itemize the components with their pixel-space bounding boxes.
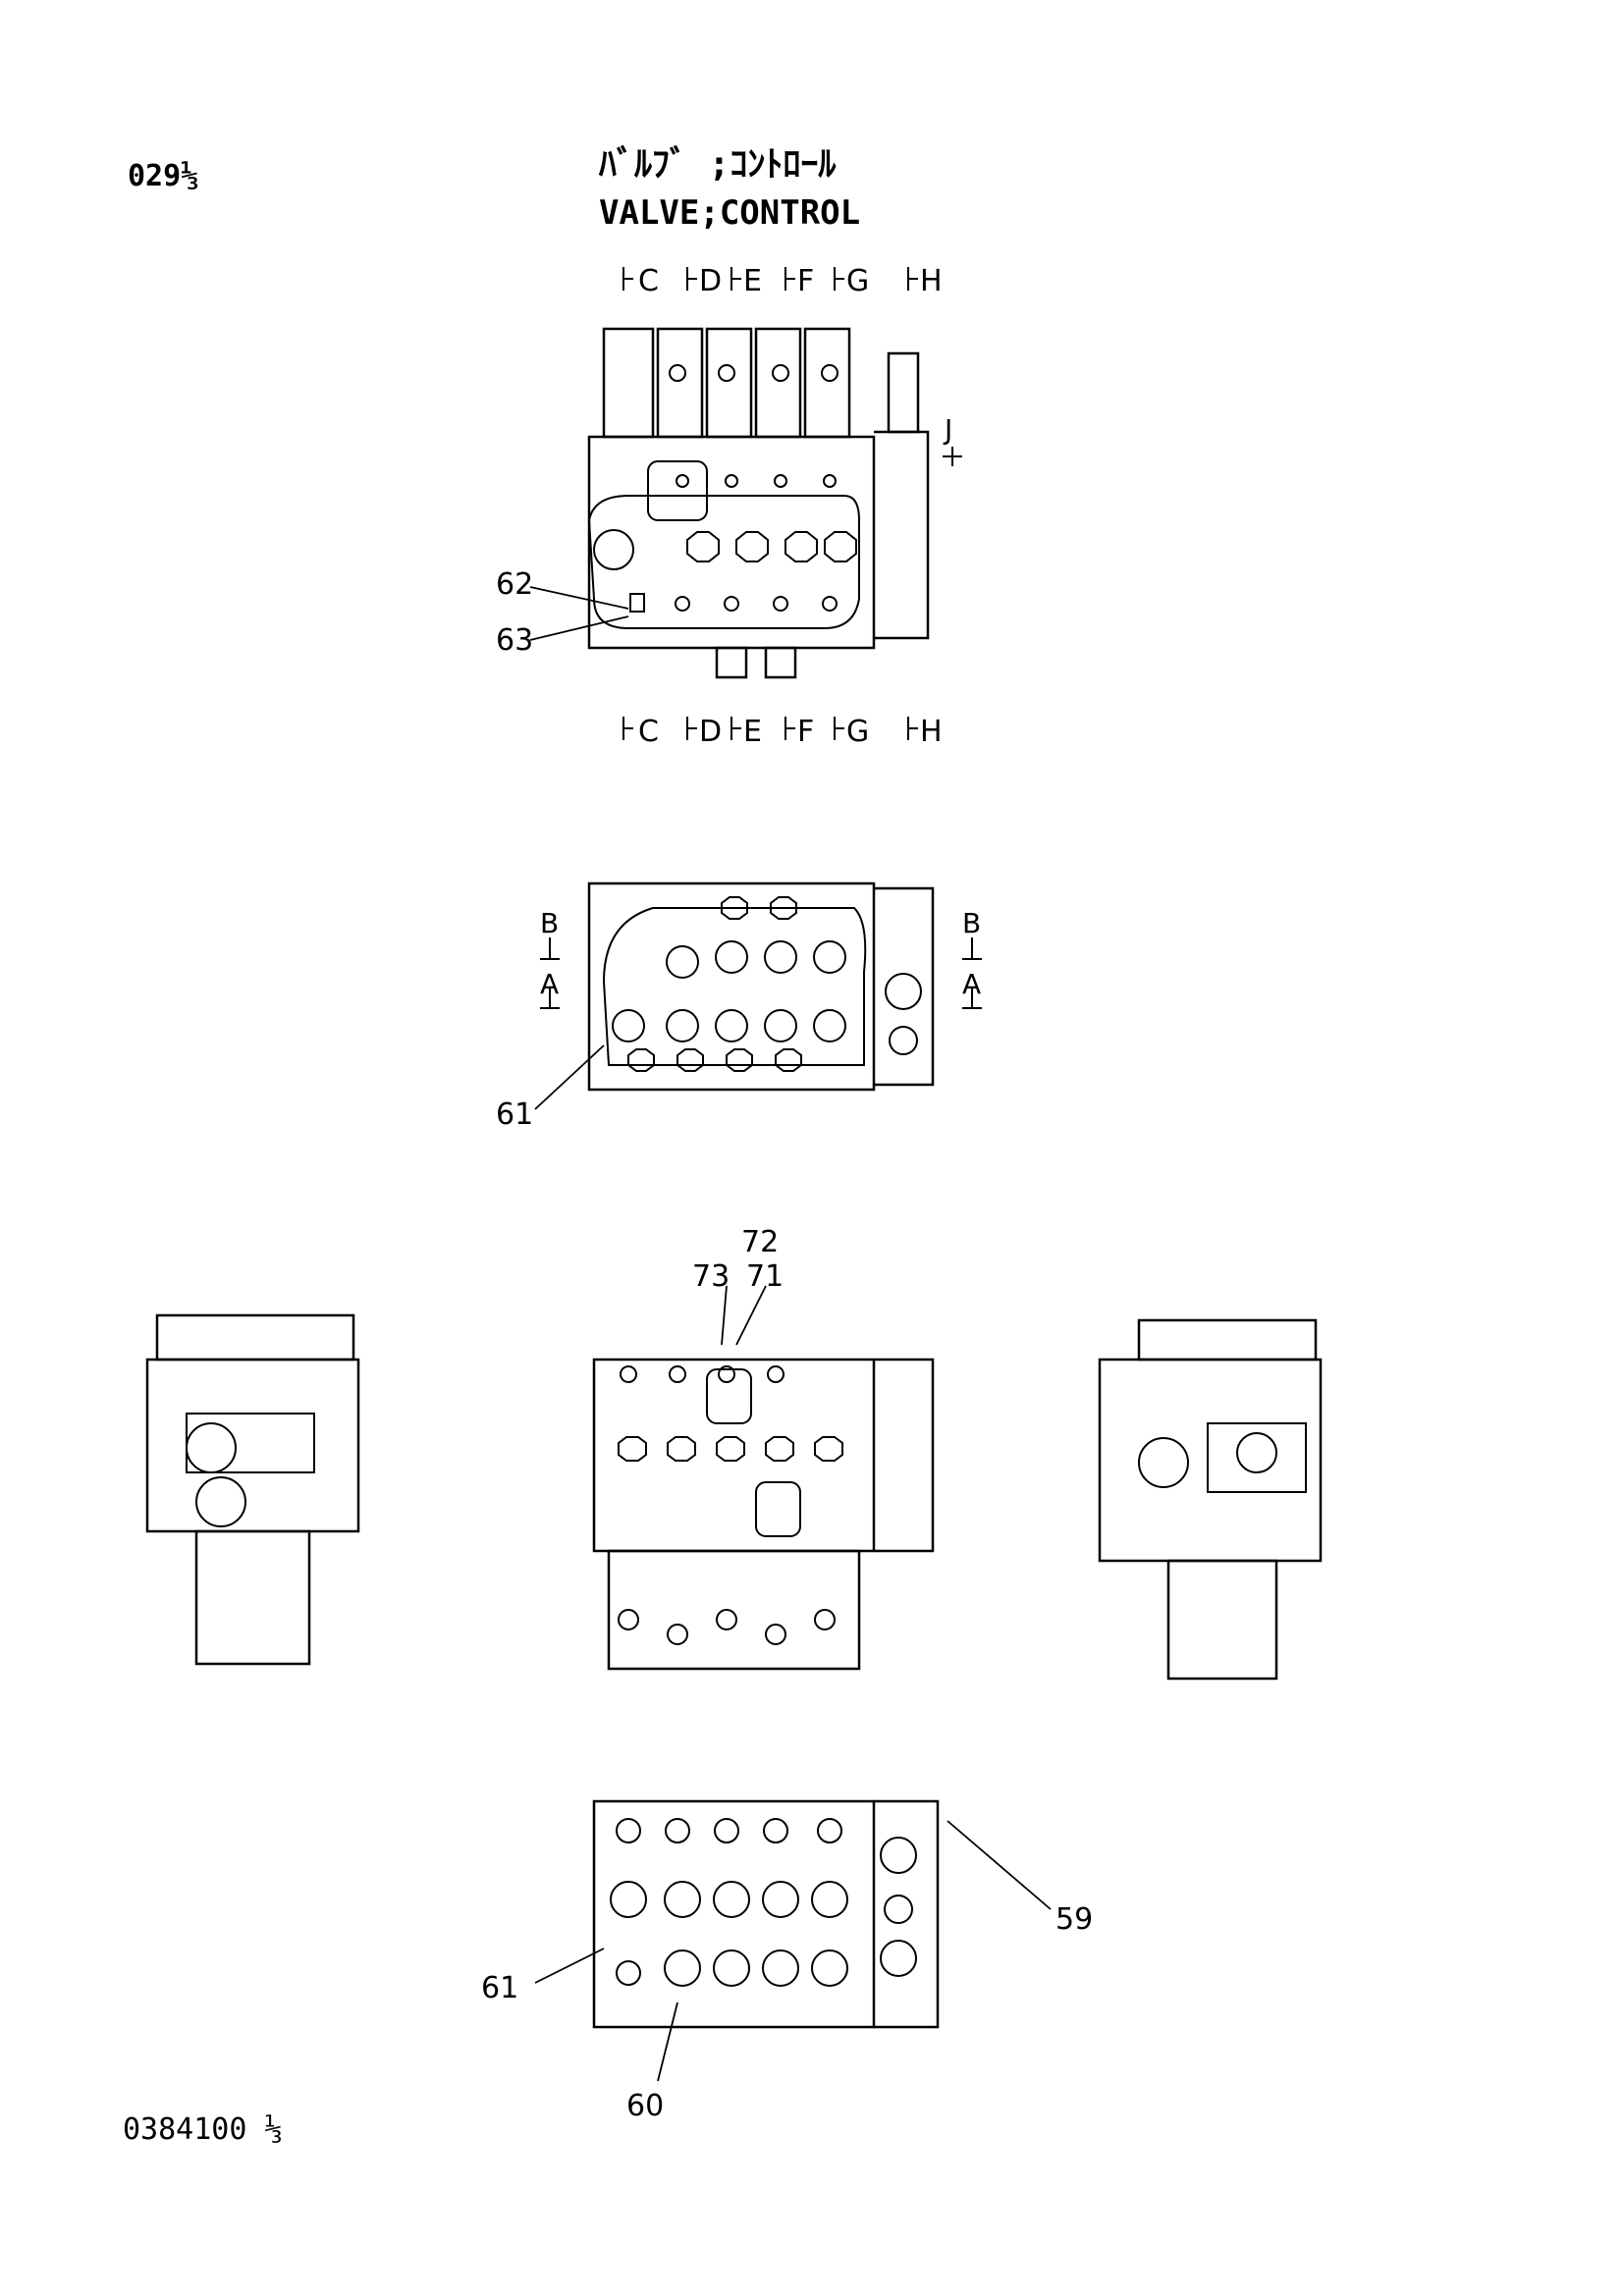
section-mark-d: D: [699, 264, 722, 298]
section-mark-f-2: F: [797, 715, 814, 749]
side-mark-b-left: B: [540, 907, 559, 939]
section-mark-h: H: [920, 264, 943, 298]
section-mark-e-2: E: [743, 715, 762, 749]
section-mark-e: E: [743, 264, 762, 298]
side-mark-b-right: B: [962, 907, 981, 939]
callout-59: 59: [1055, 1902, 1093, 1937]
section-mark-f: F: [797, 264, 814, 298]
view-middle: C D E F G H B A B A: [496, 715, 982, 1132]
section-mark-d-2: D: [699, 715, 722, 749]
callout-61: 61: [496, 1097, 533, 1132]
callout-60: 60: [626, 2089, 664, 2123]
section-mark-g-2: G: [846, 715, 869, 749]
callout-61-bottom: 61: [481, 1971, 518, 2005]
section-mark-c: C: [638, 264, 659, 298]
view-front: 72 73 71: [592, 1225, 935, 1671]
title-japanese: ﾊﾞﾙﾌﾞ ;ｺﾝﾄﾛｰﾙ: [599, 144, 837, 185]
view-top: C D E F G H: [496, 264, 962, 679]
section-mark-c-2: C: [638, 715, 659, 749]
section-mark-h-2: H: [920, 715, 943, 749]
view-bottom: 59 61 60: [481, 1799, 1093, 2123]
document-number: 0384100 ⅓: [123, 2112, 283, 2147]
callout-63: 63: [496, 623, 533, 658]
section-mark-g: G: [846, 264, 869, 298]
page-number: 029⅓: [128, 159, 199, 193]
side-mark-a-left: A: [540, 968, 559, 1000]
side-mark-j: J: [943, 413, 952, 446]
title-english: VALVE;CONTROL: [599, 193, 861, 233]
view-right-side: [1098, 1318, 1323, 1681]
callout-72: 72: [741, 1225, 779, 1259]
callout-62: 62: [496, 567, 533, 602]
view-left-side: [145, 1313, 360, 1666]
callout-73: 73: [692, 1259, 730, 1294]
callout-71: 71: [746, 1259, 784, 1294]
side-mark-a-right: A: [962, 968, 981, 1000]
